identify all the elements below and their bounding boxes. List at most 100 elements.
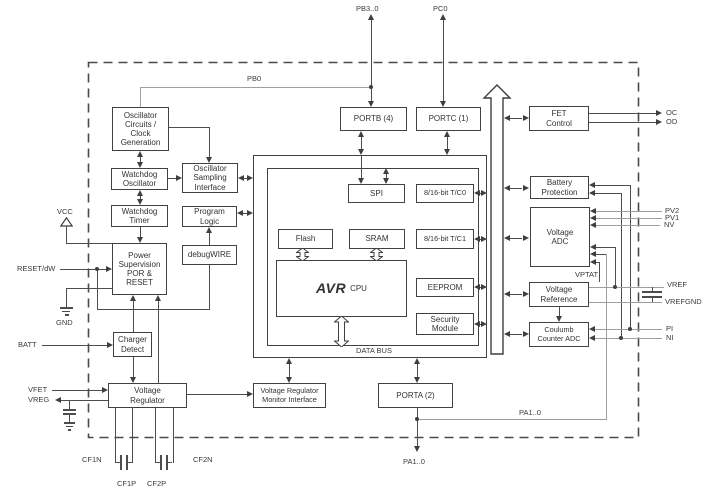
capacitor-plate	[166, 455, 168, 470]
block-label: 8/16-bit T/C1	[423, 233, 467, 243]
arrowhead	[367, 101, 374, 107]
block-label: PORTA (2)	[396, 390, 435, 400]
arrowhead	[590, 207, 596, 214]
wire-vptat	[599, 262, 601, 282]
arrowhead	[523, 234, 529, 241]
wire-pv1	[596, 218, 662, 220]
junction-dot	[415, 417, 419, 421]
arrowhead	[443, 149, 450, 155]
gnd-symbol	[65, 425, 73, 428]
block-program-logic: Program Logic	[182, 206, 237, 227]
wire-pb3-0	[371, 19, 373, 102]
block-label: PORTB (4)	[353, 114, 394, 124]
wire-oc	[589, 113, 656, 115]
arrowhead	[481, 320, 487, 327]
arrowhead	[413, 358, 420, 364]
arrowhead	[154, 295, 161, 301]
wire-vcc	[66, 226, 68, 243]
block-spi: SPI	[348, 184, 405, 203]
wire	[361, 155, 363, 178]
arrowhead	[382, 168, 389, 174]
block-coulomb-counter-adc: Coulumb Counter ADC	[529, 322, 589, 347]
arrowhead	[481, 235, 487, 242]
vcc-symbol	[60, 217, 73, 227]
wire	[652, 287, 654, 291]
block-label: Watchdog Timer	[121, 206, 158, 225]
wire	[615, 247, 617, 287]
wire	[209, 232, 211, 245]
wire	[386, 173, 388, 179]
junction-dot	[369, 85, 373, 89]
block-label: FET Control	[546, 109, 572, 128]
arrowhead	[136, 162, 143, 168]
block-label: Voltage ADC	[546, 227, 574, 246]
wire	[158, 300, 160, 383]
block-label: Battery Protection	[541, 178, 578, 197]
pin-label-pv1: PV1	[665, 213, 680, 222]
label-data-bus: DATA BUS	[356, 346, 392, 355]
block-timer-counter-1: 8/16-bit T/C1	[416, 229, 474, 249]
pin-label-cf2p: CF2P	[147, 479, 167, 488]
capacitor-plate	[642, 291, 662, 293]
wire	[621, 193, 623, 338]
arrowhead	[247, 209, 253, 216]
pin-label-pb3-0: PB3..0	[356, 4, 379, 13]
wire-reset	[60, 269, 107, 271]
arrowhead	[129, 295, 136, 301]
block-label: Voltage Regulator	[130, 386, 165, 405]
wire	[509, 188, 522, 190]
arrowhead	[590, 243, 596, 250]
arrowhead	[247, 174, 253, 181]
arrowhead	[205, 157, 212, 163]
wire	[630, 185, 632, 329]
arrowhead	[136, 190, 143, 196]
wire	[187, 394, 247, 396]
wire	[596, 254, 606, 256]
wire	[97, 309, 210, 311]
wire	[417, 363, 419, 378]
pin-label-vcc: VCC	[57, 207, 73, 216]
wire	[652, 297, 654, 302]
gnd-symbol	[67, 429, 71, 431]
arrowhead	[656, 118, 662, 125]
block-watchdog-oscillator: Watchdog Oscillator	[111, 168, 168, 190]
pin-label-cf1p: CF1P	[117, 479, 137, 488]
pin-label-batt: BATT	[18, 340, 37, 349]
block-sram: SRAM	[349, 229, 405, 249]
arrowhead	[523, 184, 529, 191]
wire-cf1n	[115, 408, 117, 463]
block-label: Security Module	[430, 314, 460, 333]
wire-vptat	[596, 262, 600, 264]
net-label-vptat: VPTAT	[575, 270, 599, 279]
block-security-module: Security Module	[416, 313, 474, 335]
flash-cpu-bus-arrow	[296, 248, 309, 261]
arrowhead	[504, 114, 510, 121]
block-charger-detect: Charger Detect	[113, 332, 152, 357]
block-voltage-adc: Voltage ADC	[530, 207, 590, 267]
arrowhead	[590, 214, 596, 221]
wire	[115, 462, 120, 464]
capacitor-plate	[160, 455, 162, 470]
wire	[509, 238, 522, 240]
arrowhead	[656, 109, 662, 116]
block-label: Flash	[295, 234, 316, 244]
arrowhead	[504, 184, 510, 191]
wire	[209, 127, 211, 158]
arrowhead	[439, 14, 446, 20]
arrowhead	[590, 221, 596, 228]
arrowhead	[107, 341, 113, 348]
block-label: 8/16-bit T/C0	[423, 188, 467, 198]
arrowhead	[474, 235, 480, 242]
wire-cf2n	[173, 408, 175, 463]
wire	[69, 400, 71, 409]
arrowhead	[285, 377, 292, 383]
pin-label-nv: NV	[664, 220, 675, 229]
gnd-symbol	[62, 310, 70, 313]
arrowhead	[382, 178, 389, 184]
databus-outer-box	[253, 155, 487, 358]
pin-label-ni: NI	[666, 333, 674, 342]
gnd-symbol	[64, 314, 69, 316]
arrowhead	[439, 101, 446, 107]
wire-pb0	[140, 87, 142, 108]
